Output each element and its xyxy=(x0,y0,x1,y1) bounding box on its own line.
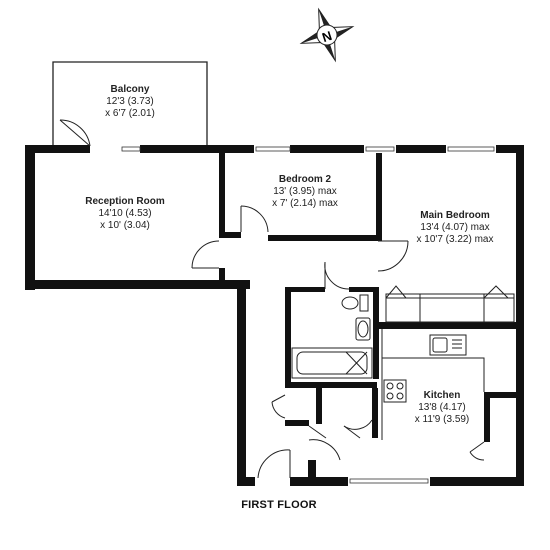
room-name: Bedroom 2 xyxy=(278,174,332,185)
bathroom-fixtures xyxy=(291,294,373,379)
wardrobes xyxy=(385,285,515,323)
walls xyxy=(25,145,524,486)
room-label-balcony: Balcony 12'3 (3.73) x 6'7 (2.01) xyxy=(80,84,180,120)
compass xyxy=(299,7,355,63)
room-dimension: 13'4 (4.07) max xyxy=(420,222,490,233)
room-label-kitchen: Kitchen 13'8 (4.17) x 11'9 (3.59) xyxy=(392,390,492,426)
room-dimension: 13'8 (4.17) xyxy=(418,402,466,413)
room-dimension: x 6'7 (2.01) xyxy=(105,108,155,119)
room-dimension: x 7' (2.14) max xyxy=(272,198,338,209)
room-dimension: x 11'9 (3.59) xyxy=(414,414,470,425)
room-name: Kitchen xyxy=(423,390,461,401)
room-label-bedroom-2: Bedroom 2 13' (3.95) max x 7' (2.14) max xyxy=(250,174,360,210)
room-dimension: 12'3 (3.73) xyxy=(106,96,154,107)
room-dimension: x 10'7 (3.22) max xyxy=(416,234,494,245)
kitchen-fixtures xyxy=(381,329,485,440)
windows xyxy=(121,146,495,484)
room-name: Balcony xyxy=(110,84,150,95)
room-name: Main Bedroom xyxy=(420,210,490,221)
room-label-main-bedroom: Main Bedroom 13'4 (4.07) max x 10'7 (3.2… xyxy=(400,210,510,246)
room-label-reception: Reception Room 14'10 (4.53) x 10' (3.04) xyxy=(60,196,190,232)
room-dimension: x 10' (3.04) xyxy=(100,220,150,231)
room-name: Reception Room xyxy=(85,196,165,207)
floor-label: FIRST FLOOR xyxy=(241,499,317,511)
room-dimension: 14'10 (4.53) xyxy=(98,208,152,219)
balcony-outline xyxy=(52,61,208,146)
room-dimension: 13' (3.95) max xyxy=(273,186,337,197)
door-swings xyxy=(59,119,485,479)
